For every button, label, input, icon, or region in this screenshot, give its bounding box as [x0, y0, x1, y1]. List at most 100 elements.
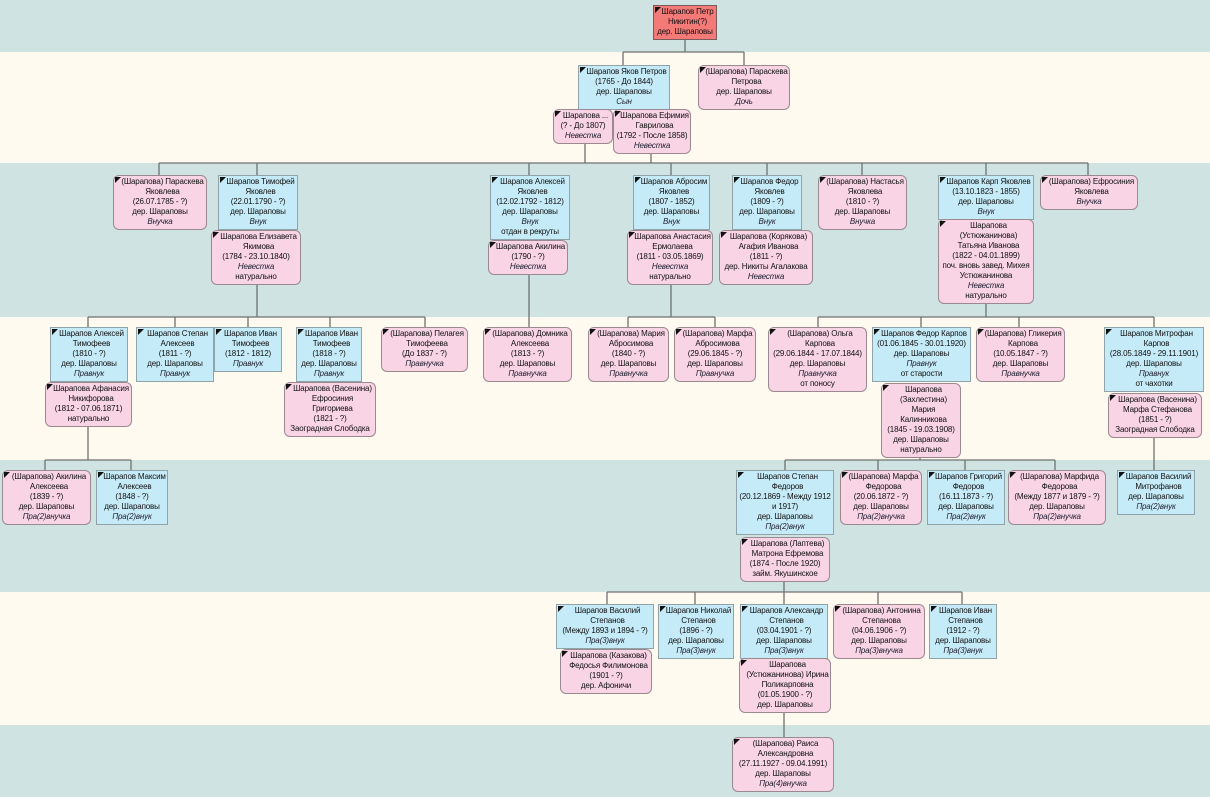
person-relation: Невестка [967, 281, 1005, 290]
person-relation: Пра(3)внучка [855, 646, 903, 655]
person-card[interactable]: Шарапова (Васенина) Ефросиния Григориева… [284, 382, 376, 437]
person-dates: (1811 - ?) [158, 349, 192, 358]
person-place: дер. Шараповы [687, 359, 743, 368]
person-place: дер. Шараповы [596, 87, 652, 96]
person-card[interactable]: Шарапов Петр Никитин(?)дер. Шараповы [653, 5, 717, 40]
person-card[interactable]: Шарапов Иван Степанов(1912 - ?)дер. Шара… [929, 604, 997, 659]
person-relation: Внук [521, 217, 539, 226]
person-card[interactable]: Шарапова (Захлестина) Мария Калинникова(… [881, 383, 961, 458]
person-dates: (1822 - 04.01.1899) [952, 251, 1020, 260]
person-name: Шарапова (Корякова) Агафия Иванова [729, 232, 808, 251]
record-corner-icon [978, 329, 984, 335]
person-card[interactable]: (Шарапова) Настасья Яковлева(1810 - ?)де… [818, 175, 907, 230]
person-relation: Пра(3)внук [585, 636, 625, 645]
person-place: займ. Якушинское [752, 569, 818, 578]
person-relation: Пра(3)внук [764, 646, 804, 655]
person-name: Шарапов Василий Степанов [574, 606, 641, 625]
person-dates: (1812 - 1812) [224, 349, 272, 358]
person-relation: Пра(2)внучка [22, 512, 71, 521]
person-note: от поносу [800, 379, 835, 388]
person-relation: Пра(2)внучка [1033, 512, 1081, 521]
person-name: Шарапова (Захлестина) Мария Калинникова [900, 385, 947, 424]
person-card[interactable]: Шарапов Александр Степанов(03.04.1901 - … [740, 604, 828, 659]
person-card[interactable]: Шарапова (Лаптева) Матрона Ефремова(1874… [740, 537, 830, 582]
person-card[interactable]: (Шарапова) Мария Абросимова(1840 - ?)дер… [588, 327, 669, 382]
person-card[interactable]: Шарапова Ефимия Гаврилова(1792 - После 1… [613, 109, 691, 154]
person-card[interactable]: Шарапова (Корякова) Агафия Иванова(1811 … [719, 230, 813, 285]
person-dates: (1851 - ?) [1138, 415, 1172, 424]
person-dates: (Между 1877 и 1879 - ?) [1014, 492, 1100, 501]
person-card[interactable]: (Шарапова) Пелагея Тимофеева(До 1837 - ?… [381, 327, 468, 372]
person-place: дер. Шараповы [1126, 359, 1182, 368]
person-card[interactable]: Шарапова Афанасия Никифорова(1812 - 07.0… [45, 382, 132, 427]
person-dates: (12.02.1792 - 1812) [496, 197, 564, 206]
person-place: дер. Шараповы [716, 87, 772, 96]
person-dates: (1810 - ?) [72, 349, 106, 358]
record-corner-icon [835, 606, 841, 612]
person-card[interactable]: Шарапова Акилина(1790 - ?)Невестка [488, 240, 568, 275]
record-corner-icon [1106, 329, 1112, 335]
person-card[interactable]: (Шарапова) Раиса Александровна(27.11.192… [732, 737, 834, 792]
person-card[interactable]: Шарапов Абросим Яковлев(1807 - 1852)дер.… [633, 175, 710, 230]
person-card[interactable]: Шарапов Яков Петров(1765 - До 1844)дер. … [578, 65, 670, 110]
person-dates: (Между 1893 и 1894 - ?) [562, 626, 648, 635]
person-relation: Дочь [735, 97, 753, 106]
record-corner-icon [742, 606, 748, 612]
person-dates: (1811 - 03.05.1869) [636, 252, 704, 261]
person-card[interactable]: Шарапова ...(? - До 1807)Невестка [553, 109, 613, 144]
person-place: дер. Шараповы [893, 435, 949, 444]
person-card[interactable]: Шарапова (Устюжанинова) Татьяна Иванова(… [938, 219, 1034, 304]
person-card[interactable]: (Шарапова) Гликерия Карпова(10.05.1847 -… [976, 327, 1065, 382]
person-name: Шарапов Федор Яковлев [740, 177, 799, 196]
person-card[interactable]: (Шарапова) Марфа Федорова(20.06.1872 - ?… [840, 470, 922, 525]
person-card[interactable]: Шарапова (Казакова) Федосья Филимонова(1… [560, 649, 652, 694]
person-card[interactable]: Шарапова (Устюжанинова) Ирина Поликарпов… [739, 658, 831, 713]
person-card[interactable]: Шарапов Тимофей Яковлев(22.01.1790 - ?)д… [218, 175, 298, 230]
person-card[interactable]: (Шарапова) Параскева Яковлева(26.07.1785… [113, 175, 207, 230]
person-card[interactable]: Шарапов Федор Яковлев(1809 - ?)дер. Шара… [732, 175, 802, 230]
person-dates: (03.04.1901 - ?) [756, 626, 812, 635]
person-card[interactable]: Шарапов Николай Степанов(1896 - ?)дер. Ш… [658, 604, 734, 659]
person-name: Шарапов Максим Алексеев [103, 472, 166, 491]
person-card[interactable]: Шарапов Степан Алексеев(1811 - ?)дер. Ша… [136, 327, 214, 382]
person-card[interactable]: Шарапов Алексей Яковлев(12.02.1792 - 181… [490, 175, 570, 240]
person-relation: Пра(3)внук [676, 646, 716, 655]
person-note: натурально [900, 445, 942, 454]
person-card[interactable]: (Шарапова) Домника Алексеева(1813 - ?)де… [483, 327, 572, 382]
person-card[interactable]: Шарапов Григорий Федоров(16.11.1873 - ?)… [927, 470, 1005, 525]
person-note: натурально [67, 414, 110, 423]
person-card[interactable]: Шарапова (Васенина) Марфа Стефанова(1851… [1108, 393, 1202, 438]
person-card[interactable]: (Шарапова) Ольга Карпова(29.06.1844 - 17… [768, 327, 867, 392]
person-name: Шарапова (Устюжанинова) Ирина Поликарпов… [746, 660, 829, 689]
person-card[interactable]: Шарапова Елизавета Якимова(1784 - 23.10.… [211, 230, 301, 285]
person-card[interactable]: (Шарапова) Марфида Федорова(Между 1877 и… [1008, 470, 1106, 525]
person-card[interactable]: Шарапова Анастасия Ермолаева(1811 - 03.0… [627, 230, 713, 285]
person-card[interactable]: Шарапов Федор Карпов(01.06.1845 - 30.01.… [872, 327, 971, 382]
record-corner-icon [1110, 395, 1116, 401]
person-card[interactable]: Шарапов Митрофан Карпов(28.05.1849 - 29.… [1104, 327, 1204, 392]
person-card[interactable]: (Шарапова) Марфа Абросимова(29.06.1845 -… [674, 327, 756, 382]
person-dates: (20.06.1872 - ?) [853, 492, 909, 501]
person-name: Шарапов Тимофей Яковлев [226, 177, 295, 196]
person-card[interactable]: Шарапов Иван Тимофеев(1812 - 1812)Правну… [214, 327, 282, 372]
record-corner-icon [216, 329, 222, 335]
record-corner-icon [655, 7, 661, 13]
person-note: натурально [235, 272, 277, 281]
record-corner-icon [1119, 472, 1125, 478]
person-card[interactable]: Шарапов Иван Тимофеев(1818 - ?)дер. Шара… [296, 327, 362, 382]
person-name: Шарапов Иван Тимофеев [224, 329, 277, 348]
record-corner-icon [1010, 472, 1016, 478]
person-card[interactable]: Шарапов Василий Степанов(Между 1893 и 18… [556, 604, 654, 649]
person-card[interactable]: Шарапов Степан Федоров(20.12.1869 - Межд… [736, 470, 834, 535]
person-card[interactable]: (Шарапова) Акилина Алексеева(1839 - ?)де… [2, 470, 91, 525]
person-name: Шарапов Александр Степанов [749, 606, 824, 625]
person-card[interactable]: Шарапов Алексей Тимофеев(1810 - ?)дер. Ш… [50, 327, 128, 382]
person-relation: Правнучка [405, 359, 444, 368]
person-name: Шарапов Петр Никитин(?) [661, 7, 714, 26]
person-card[interactable]: Шарапов Карп Яковлев(13.10.1823 - 1855)д… [938, 175, 1034, 220]
person-card[interactable]: (Шарапова) Антонина Степанова(04.06.1906… [833, 604, 925, 659]
person-card[interactable]: Шарапов Максим Алексеев(1848 - ?)дер. Ша… [96, 470, 168, 525]
